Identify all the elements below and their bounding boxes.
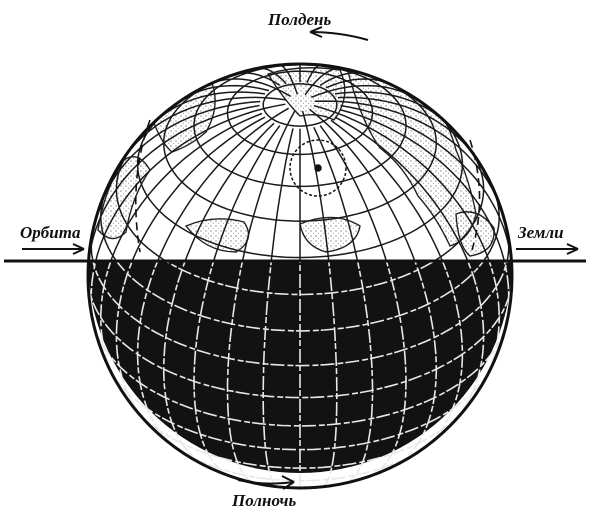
noon-label: Полдень — [267, 10, 331, 29]
midnight-label: Полночь — [231, 491, 296, 510]
orbit-left-arrow-icon — [22, 244, 84, 254]
arrow-left-icon — [310, 27, 368, 40]
orbit-left-label: Орбита — [20, 223, 81, 242]
orbit-right-label: Земли — [517, 223, 564, 242]
orbit-right-arrow-icon — [516, 244, 578, 254]
